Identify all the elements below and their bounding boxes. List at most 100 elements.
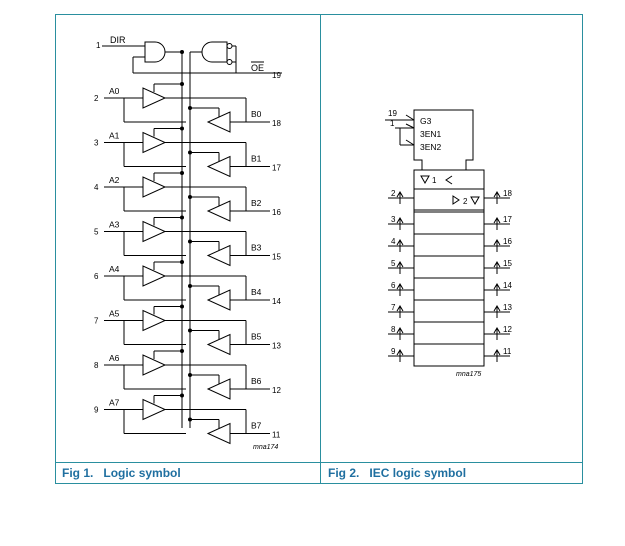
b-label: B7 <box>251 421 262 431</box>
junction-dot <box>188 417 192 422</box>
a-to-b-buffer <box>142 265 167 287</box>
dir2-label: 2 <box>463 197 468 206</box>
iec-row-3: 5 15 <box>388 255 512 274</box>
a-to-b-buffer <box>142 309 167 332</box>
oe-label: OE <box>251 63 264 73</box>
right-arrow <box>493 349 501 362</box>
junction-dot <box>188 328 192 333</box>
junction-dot <box>180 393 184 398</box>
iec-row-7: 9 11 <box>388 343 512 362</box>
right-arrow <box>493 305 501 318</box>
b-label: B0 <box>251 109 262 119</box>
b-pin: 14 <box>272 297 281 306</box>
left-pin: 3 <box>391 215 396 224</box>
left-arrow <box>396 191 404 204</box>
left-arrow <box>396 327 404 340</box>
a-label: A4 <box>109 264 120 274</box>
iec-row-1: 3 17 <box>388 211 512 230</box>
a-pin: 3 <box>94 139 99 148</box>
right-pin: 12 <box>503 325 512 334</box>
a-label: A0 <box>109 86 120 96</box>
ctrl-pin-19: 19 <box>388 109 397 118</box>
left-pin: 4 <box>391 237 396 246</box>
right-arrow <box>493 327 501 340</box>
ctrl-label-3en1: 3EN1 <box>420 129 442 139</box>
oe-pin: 19 <box>272 71 281 80</box>
left-arrow <box>396 305 404 318</box>
a-label: A7 <box>109 398 120 408</box>
b-label: B4 <box>251 287 262 297</box>
dir-label: DIR <box>110 35 126 45</box>
left-pin: 8 <box>391 325 396 334</box>
junction-dot <box>180 349 184 353</box>
right-pin: 17 <box>503 215 512 224</box>
ctrl-pin-1: 1 <box>390 119 395 128</box>
left-pin: 7 <box>391 303 396 312</box>
figure-frame <box>55 14 583 484</box>
right-arrow <box>493 283 501 296</box>
left-pin: 9 <box>391 347 396 356</box>
a-pin: 2 <box>94 94 99 103</box>
right-arrow <box>493 261 501 274</box>
fig1-caption-title: Logic symbol <box>103 466 181 480</box>
left-pin: 5 <box>391 259 396 268</box>
iec-row-2: 4 16 <box>388 233 512 252</box>
left-pin: 6 <box>391 281 396 290</box>
a-to-b-buffer <box>142 87 167 109</box>
fig2-caption-title: IEC logic symbol <box>369 466 467 480</box>
a-label: A5 <box>109 309 120 319</box>
right-pin: 13 <box>503 303 512 312</box>
right-pin: 11 <box>503 347 512 356</box>
a-to-b-buffer <box>142 176 167 198</box>
left-arrow <box>396 239 404 252</box>
junction-dot <box>188 195 192 199</box>
right-pin: 16 <box>503 237 512 246</box>
a-to-b-buffer <box>142 220 167 243</box>
a-to-b-buffer <box>142 398 167 421</box>
a-pin: 6 <box>94 272 99 281</box>
b-pin: 16 <box>272 208 281 217</box>
a-label: A3 <box>109 220 120 230</box>
caption-separator <box>55 462 583 463</box>
b-label: B5 <box>251 332 262 342</box>
junction-dot <box>180 304 184 309</box>
b-label: B2 <box>251 198 262 208</box>
junction-dot <box>188 284 192 288</box>
figure-divider <box>320 14 321 484</box>
a-label: A2 <box>109 175 120 185</box>
right-pin: 15 <box>503 259 512 268</box>
fig2-code: mna175 <box>456 371 481 378</box>
junction-dot <box>188 150 192 155</box>
left-arrow <box>396 283 404 296</box>
junction-dot <box>180 260 184 264</box>
junction-dot <box>180 171 184 175</box>
direction-markers <box>420 175 480 206</box>
junction-dot <box>180 215 184 220</box>
b-label: B6 <box>251 376 262 386</box>
fig1-caption-number: Fig 1. <box>62 466 94 480</box>
a-pin: 8 <box>94 361 99 370</box>
iec-control-block <box>385 109 485 367</box>
fig1-caption: Fig 1. Logic symbol <box>62 466 181 480</box>
a-label: A1 <box>109 131 120 141</box>
left-arrow <box>396 217 404 230</box>
a-pin: 4 <box>94 183 99 192</box>
junction-dot <box>188 373 192 377</box>
a-pin: 9 <box>94 406 99 415</box>
junction-dot <box>180 82 184 86</box>
fig2-caption-number: Fig 2. <box>328 466 360 480</box>
fig1-code: mna174 <box>253 444 278 451</box>
dir-pin: 1 <box>96 41 101 50</box>
